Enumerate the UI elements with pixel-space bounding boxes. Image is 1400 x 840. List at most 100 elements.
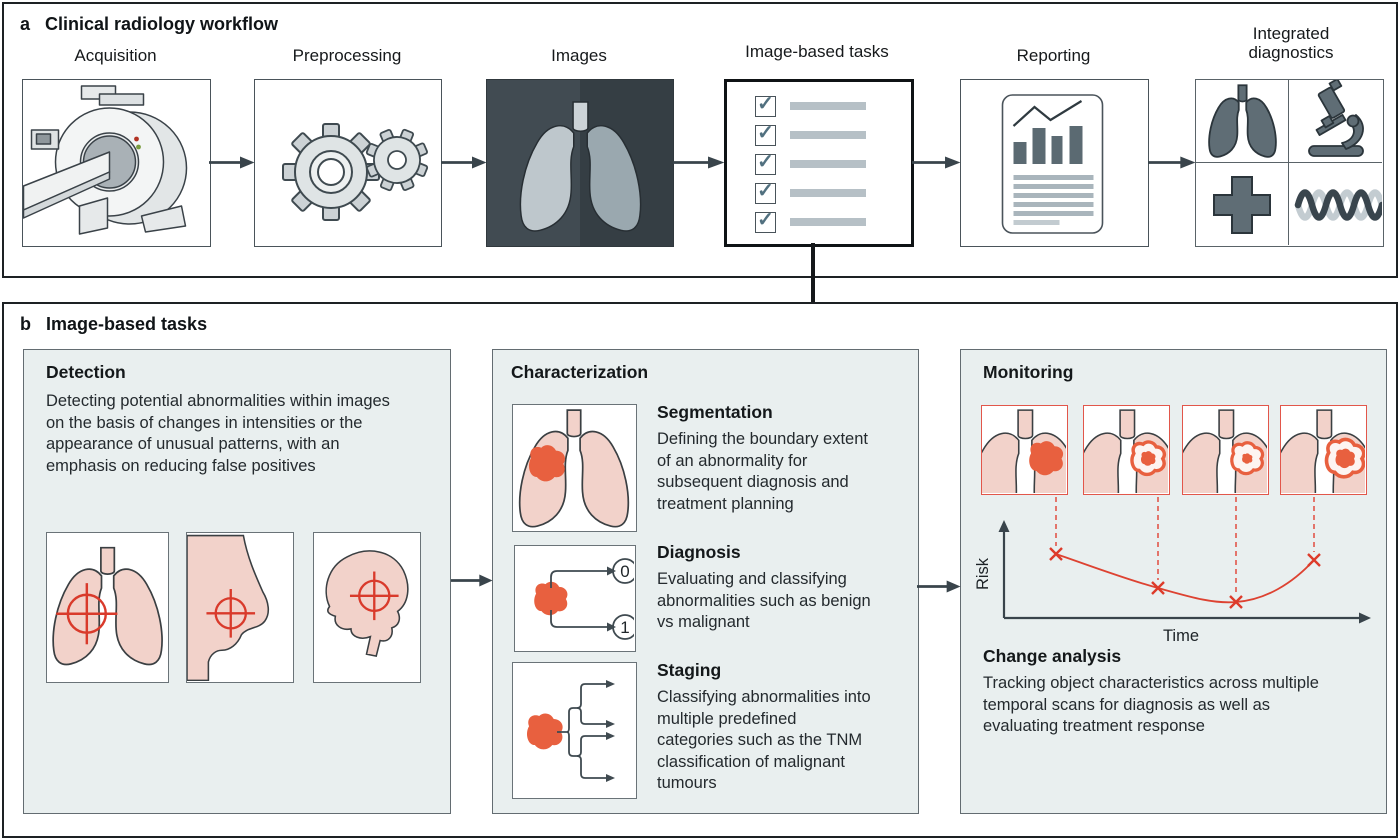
brain-crosshair-icon <box>325 550 409 657</box>
staging-description: Classifying abnormalities into multiple … <box>657 688 871 792</box>
flow-arrow-icon <box>441 156 487 169</box>
integrated-diagnostics-box <box>1195 79 1384 247</box>
dna-icon <box>1294 189 1382 221</box>
stage-label-integrated-diagnostics: Integrated diagnostics <box>1248 24 1334 62</box>
segmentation-description: Defining the boundary extent of an abnor… <box>657 430 868 513</box>
monitoring-heading: Monitoring <box>983 362 1074 382</box>
acquisition-box <box>22 79 211 247</box>
panel-a-title: a Clinical radiology workflow <box>20 14 278 35</box>
panel-b-heading: Image-based tasks <box>46 314 208 334</box>
panel-connector-line <box>811 243 815 303</box>
checklist-row: ✓ <box>755 151 866 175</box>
panel-a-letter: a <box>20 14 31 34</box>
flow-arrow-icon <box>451 574 493 587</box>
panel-b-title: b Image-based tasks <box>20 314 207 335</box>
panel-b-letter: b <box>20 314 31 334</box>
panel-a-heading: Clinical radiology workflow <box>45 14 279 34</box>
detection-section: Detection Detecting potential abnormalit… <box>23 349 451 814</box>
brain-crosshair-image <box>313 532 421 683</box>
image-based-tasks-box: ✓ ✓ ✓ ✓ ✓ <box>724 79 914 247</box>
images-box <box>486 79 674 247</box>
characterization-section: Characterization Segmentation Defining t… <box>492 349 919 814</box>
checkbox-checked: ✓ <box>755 122 776 146</box>
check-icon: ✓ <box>757 180 774 202</box>
check-icon: ✓ <box>757 151 774 173</box>
staging-heading: Staging <box>657 660 722 680</box>
task-text-bar <box>790 131 866 139</box>
characterization-heading: Characterization <box>511 362 649 382</box>
change-analysis-description: Tracking object characteristics across m… <box>983 674 1319 735</box>
reporting-box <box>960 79 1149 247</box>
segmentation-image <box>512 404 637 532</box>
diagnosis-description: Evaluating and classifying abnormalities… <box>657 570 871 631</box>
staging-image <box>512 662 637 799</box>
lung-scan-tumour-ring-icon <box>1084 406 1168 493</box>
check-icon: ✓ <box>757 93 774 115</box>
gears-icon <box>282 123 429 221</box>
microscope-icon <box>1308 80 1364 157</box>
lungs-tumour-segmented-icon <box>513 405 635 530</box>
task-text-bar <box>790 160 866 168</box>
lung-scan-4 <box>1280 405 1367 495</box>
task-text-bar <box>790 189 866 197</box>
x-axis-arrowhead <box>1359 612 1371 624</box>
stage-label-images: Images <box>551 46 607 65</box>
check-icon: ✓ <box>757 209 774 231</box>
lung-xray-image <box>487 80 673 246</box>
checkbox-checked: ✓ <box>755 93 776 117</box>
flow-arrow-icon <box>209 156 255 169</box>
breast-crosshair-image <box>186 532 294 683</box>
checkbox-checked: ✓ <box>755 151 776 175</box>
checklist-row: ✓ <box>755 209 866 233</box>
flow-arrow-icon <box>912 156 961 169</box>
report-document-icon <box>1001 94 1104 234</box>
panel-b: b Image-based tasks Detection Detecting p… <box>2 302 1398 838</box>
risk-markers <box>1049 547 1321 609</box>
stage-label-acquisition: Acquisition <box>74 46 157 65</box>
class-label-1: 1 <box>620 618 629 637</box>
task-text-bar <box>790 218 866 226</box>
mri-scanner-icon <box>23 85 188 235</box>
grid-divider-horizontal <box>1196 162 1382 164</box>
x-axis-label: Time <box>1163 627 1199 645</box>
medical-cross-icon <box>1213 176 1271 234</box>
diagnosis-image: 0 1 <box>514 545 636 652</box>
breast-crosshair-icon <box>187 534 270 681</box>
lung-scan-tumour-solid-icon <box>982 406 1066 493</box>
lung-scan-1 <box>981 405 1068 495</box>
stage-label-preprocessing: Preprocessing <box>292 46 402 65</box>
checklist-row: ✓ <box>755 93 866 117</box>
checkbox-checked: ✓ <box>755 180 776 204</box>
detection-description: Detecting potential abnormalities within… <box>46 392 390 475</box>
lung-scan-2 <box>1083 405 1170 495</box>
risk-curve <box>1055 553 1315 604</box>
tumour-binary-classifier-icon: 0 1 <box>534 558 634 640</box>
lungs-crosshair-icon <box>47 533 167 681</box>
checklist-row: ✓ <box>755 180 866 204</box>
task-text-bar <box>790 102 866 110</box>
y-axis-arrowhead <box>998 520 1010 532</box>
segmentation-heading: Segmentation <box>657 402 773 422</box>
y-axis-label: Risk <box>974 557 992 590</box>
lungs-crosshair-image <box>46 532 169 683</box>
lungs-icon <box>1196 80 1288 162</box>
flow-arrow-icon <box>1148 156 1196 169</box>
flow-arrow-icon <box>673 156 725 169</box>
stage-label-reporting: Reporting <box>1016 46 1091 65</box>
checklist-row: ✓ <box>755 122 866 146</box>
check-icon: ✓ <box>757 122 774 144</box>
checkbox-checked: ✓ <box>755 209 776 233</box>
panel-a: a Clinical radiology workflow Acquisition… <box>2 2 1398 278</box>
tumour-multiclass-tree-icon <box>527 680 615 782</box>
class-label-0: 0 <box>620 562 629 581</box>
lung-scan-tumour-ring-regrowth-icon <box>1281 406 1365 493</box>
change-analysis-heading: Change analysis <box>983 646 1122 666</box>
lung-scan-3 <box>1182 405 1269 495</box>
stage-label-image-based-tasks: Image-based tasks <box>745 42 889 61</box>
lung-scan-tumour-ring-small-icon <box>1183 406 1267 493</box>
preprocessing-box <box>254 79 442 247</box>
diagnosis-heading: Diagnosis <box>657 542 741 562</box>
monitoring-section: Monitoring <box>960 349 1387 814</box>
detection-heading: Detection <box>46 362 126 382</box>
